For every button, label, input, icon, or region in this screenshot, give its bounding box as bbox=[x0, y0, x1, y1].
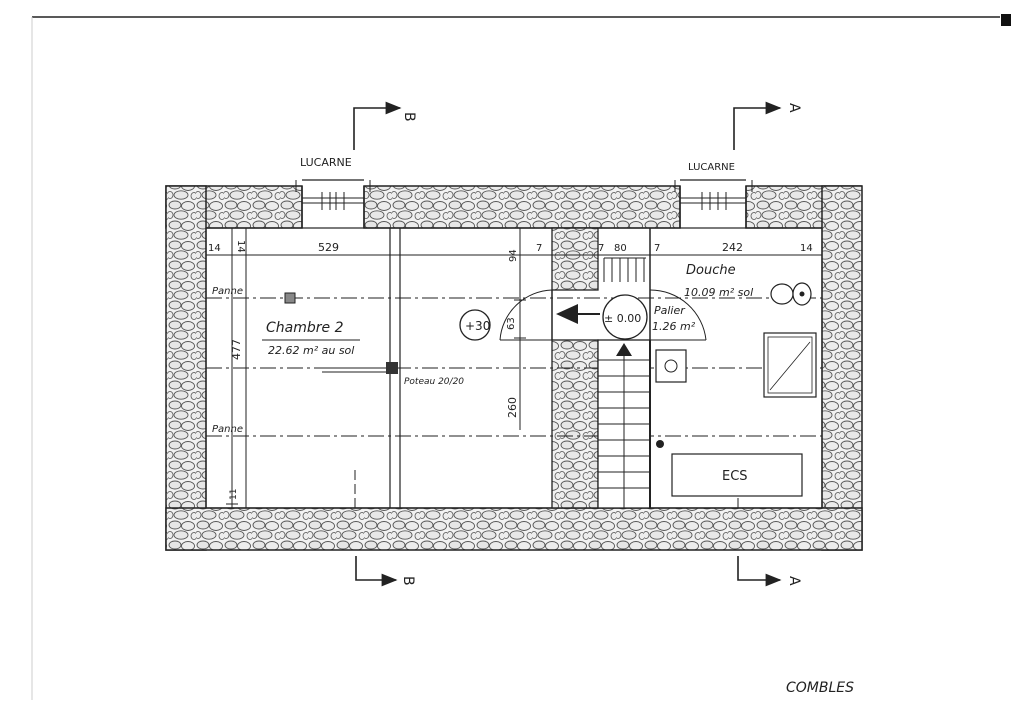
dim-14-right: 14 bbox=[800, 243, 813, 254]
section-label-b-bottom: B bbox=[400, 576, 416, 586]
dim-80: 80 bbox=[614, 243, 627, 254]
section-label-a-bottom: A bbox=[786, 576, 802, 586]
lucarne-right-window bbox=[674, 179, 753, 228]
toilet bbox=[770, 283, 794, 305]
staircase bbox=[597, 257, 651, 509]
dim-63: 63 bbox=[506, 317, 517, 330]
section-label-a-top: A bbox=[786, 103, 802, 113]
palier-area: 1.26 m² bbox=[652, 320, 696, 333]
chambre-2-room bbox=[245, 228, 401, 508]
section-marker-b-bottom bbox=[355, 556, 398, 587]
douche-name: Douche bbox=[686, 263, 736, 278]
ecs-water-heater bbox=[671, 453, 803, 497]
dim-14-vert: 14 bbox=[235, 240, 246, 253]
level-marker-palier bbox=[602, 294, 648, 340]
lucarne-left-label: LUCARNE bbox=[300, 156, 352, 169]
palier-doors bbox=[499, 228, 707, 341]
ecs-label: ECS bbox=[722, 469, 748, 484]
dim-94: 94 bbox=[508, 249, 519, 262]
dim-11: 11 bbox=[229, 489, 239, 500]
douche-room bbox=[649, 282, 817, 508]
dimension-lines bbox=[206, 228, 822, 508]
dim-7c: 7 bbox=[654, 243, 660, 254]
section-label-b-top: B bbox=[401, 112, 417, 122]
chambre-2-name: Chambre 2 bbox=[266, 320, 344, 336]
chambre-2-area: 22.62 m² au sol bbox=[268, 344, 354, 357]
dim-242: 242 bbox=[722, 241, 743, 254]
dim-477: 477 bbox=[230, 339, 243, 360]
section-marker-a-top bbox=[733, 101, 782, 150]
sheet-corner-mark bbox=[1001, 14, 1011, 26]
dim-529: 529 bbox=[318, 241, 339, 254]
panne-label-top: Panne bbox=[212, 286, 243, 297]
lucarne-left-window bbox=[295, 179, 371, 228]
poteau-label: Poteau 20/20 bbox=[404, 377, 464, 387]
chambre-level: +30 bbox=[465, 319, 490, 333]
section-marker-a-bottom bbox=[737, 556, 782, 587]
dim-260: 260 bbox=[506, 397, 519, 418]
section-marker-b-top bbox=[353, 101, 402, 150]
douche-area: 10.09 m² sol bbox=[684, 286, 753, 299]
panne-label-bottom: Panne bbox=[212, 424, 243, 435]
chimney-flue bbox=[284, 292, 296, 304]
drawing-title: COMBLES bbox=[786, 680, 854, 696]
washbasin bbox=[655, 349, 687, 383]
stone-walls bbox=[165, 185, 863, 551]
dim-7b: 7 bbox=[598, 243, 604, 254]
dim-14-left: 14 bbox=[208, 243, 221, 254]
poteau-post bbox=[386, 362, 398, 374]
palier-name: Palier bbox=[654, 304, 686, 317]
lucarne-right-label: LUCARNE bbox=[688, 162, 735, 173]
level-marker-chambre bbox=[459, 309, 491, 341]
palier-level: ± 0.00 bbox=[604, 312, 641, 325]
dim-7a: 7 bbox=[536, 243, 542, 254]
